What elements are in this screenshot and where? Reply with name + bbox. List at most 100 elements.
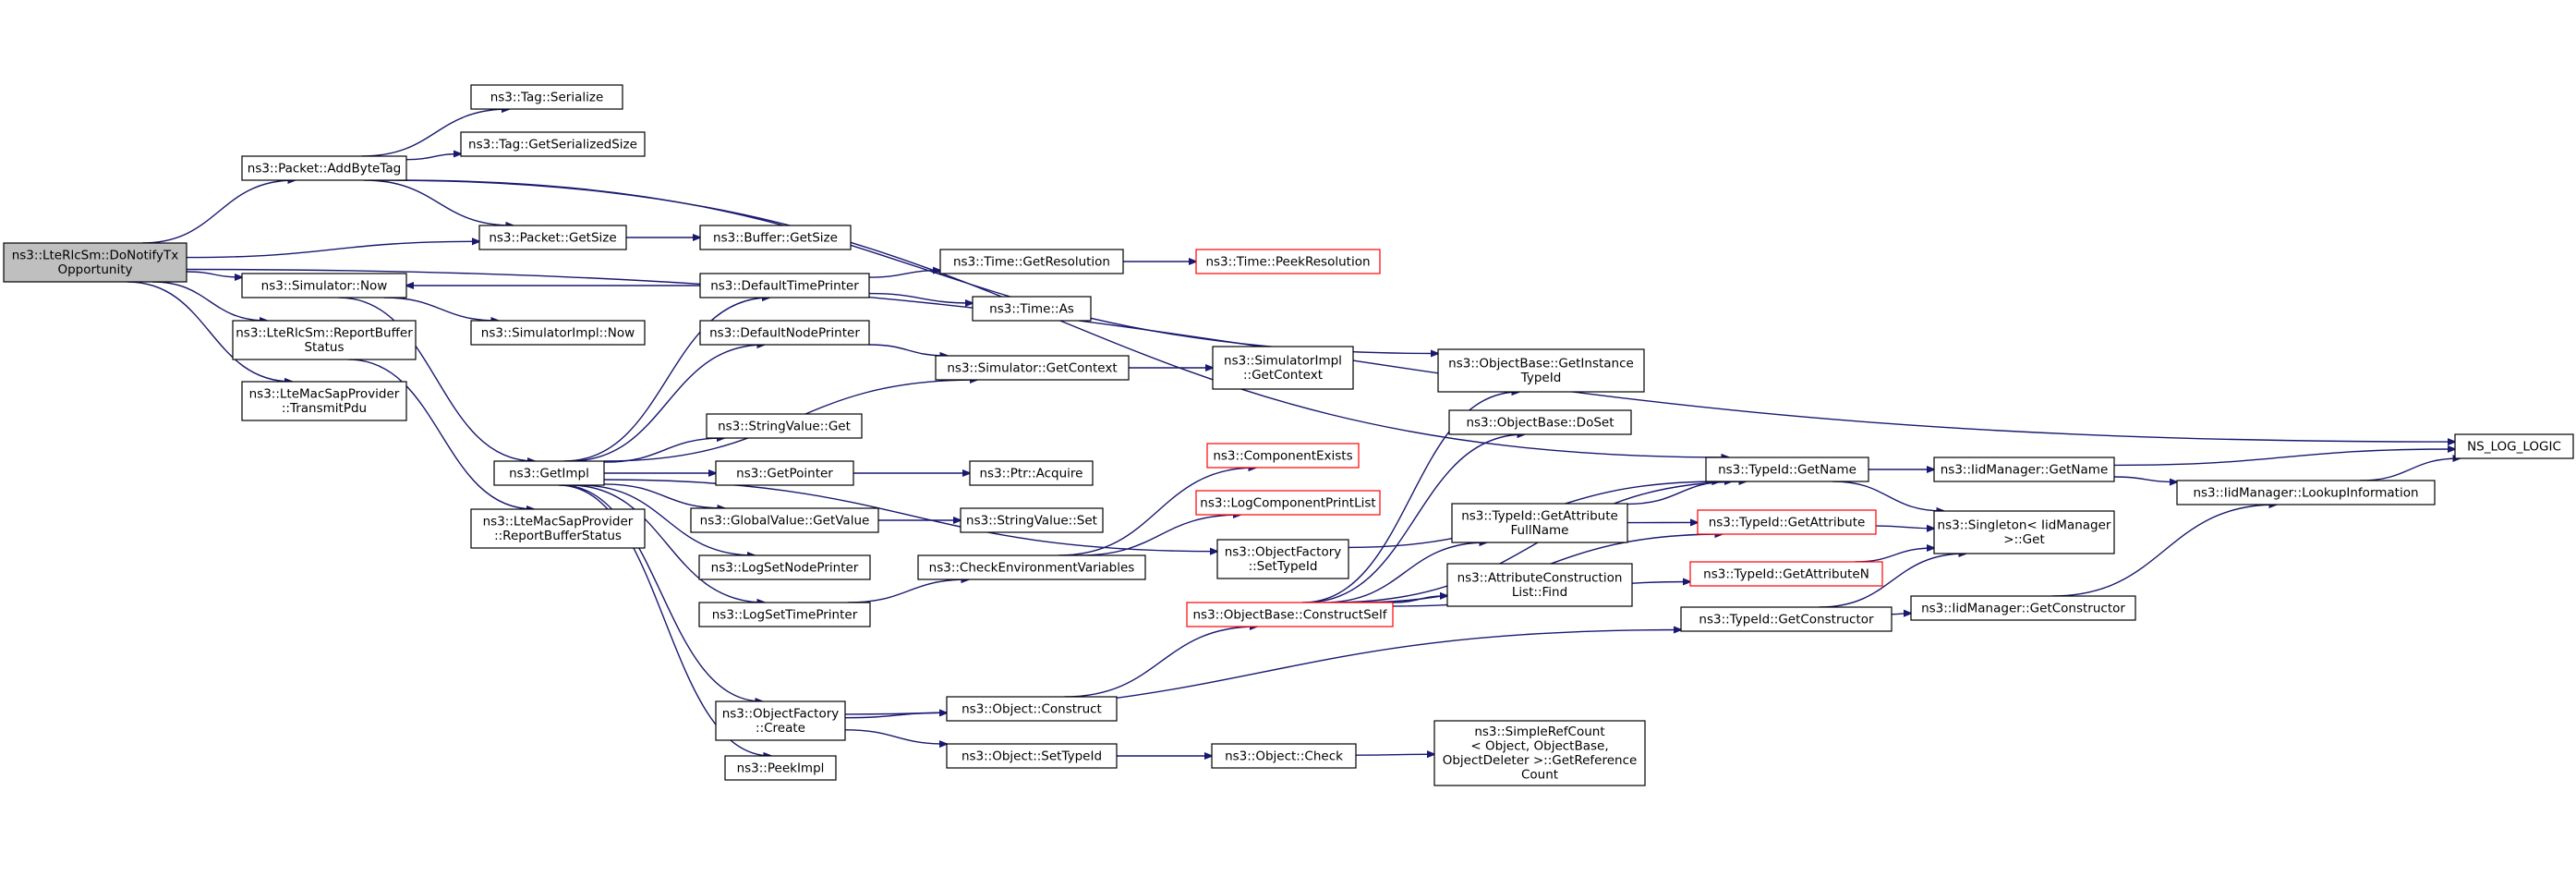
node-compexists[interactable]: ns3::ComponentExists <box>1206 443 1360 469</box>
node-defnode[interactable]: ns3::DefaultNodePrinter <box>699 320 870 346</box>
node-label: ns3::LogSetNodePrinter <box>711 560 859 575</box>
node-getpointer[interactable]: ns3::GetPointer <box>715 460 854 486</box>
edge-constructself-to-getattrfull <box>1322 542 1487 603</box>
edge-getimpl-to-objfactcreate <box>560 484 763 701</box>
node-objfactcreate[interactable]: ns3::ObjectFactory::Create <box>715 700 846 741</box>
node-label: ::SetTypeId <box>1249 559 1318 574</box>
node-label: ::TransmitPdu <box>282 401 367 416</box>
node-label: ns3::ObjectBase::DoSet <box>1466 415 1614 430</box>
node-label: < Object, ObjectBase, <box>1470 739 1608 754</box>
node-box <box>1212 346 1354 390</box>
node-box <box>1437 348 1645 393</box>
node-addbytetag[interactable]: ns3::Packet::AddByteTag <box>241 155 407 181</box>
node-iidgetname[interactable]: ns3::IidManager::GetName <box>1933 457 2115 482</box>
node-objconstruct[interactable]: ns3::Object::Construct <box>946 696 1118 722</box>
node-box <box>699 320 870 346</box>
node-box <box>917 554 1146 580</box>
node-macreport[interactable]: ns3::LteMacSapProvider::ReportBufferStat… <box>470 508 646 549</box>
edge-getimpl-to-logsettime <box>569 484 765 603</box>
node-box <box>470 84 623 110</box>
node-logcompprint[interactable]: ns3::LogComponentPrintList <box>1195 490 1381 516</box>
node-typeidgetattrn[interactable]: ns3::TypeId::GetAttributeN <box>1689 561 1883 587</box>
node-label: ns3::Packet::AddByteTag <box>248 161 401 176</box>
node-simplerefcount[interactable]: ns3::SimpleRefCount< Object, ObjectBase,… <box>1433 720 1646 786</box>
edge-getimpl-to-defnode <box>569 345 764 462</box>
node-box <box>241 273 407 298</box>
node-simimplctx[interactable]: ns3::SimulatorImpl::GetContext <box>1212 346 1354 390</box>
node-label: ns3::DefaultTimePrinter <box>710 278 859 293</box>
node-buffergetsize[interactable]: ns3::Buffer::GetSize <box>699 225 852 250</box>
node-getsize[interactable]: ns3::Packet::GetSize <box>478 225 627 250</box>
node-deftime[interactable]: ns3::DefaultTimePrinter <box>699 273 870 298</box>
node-objsettypeid[interactable]: ns3::Object::SetTypeId <box>946 743 1118 769</box>
edge-getimpl-to-peekimpl <box>558 484 771 756</box>
node-box <box>690 507 879 533</box>
node-label: List::Find <box>1512 585 1567 600</box>
node-stringget[interactable]: ns3::StringValue::Get <box>706 413 863 439</box>
node-box <box>698 602 871 627</box>
node-timegetres[interactable]: ns3::Time::GetResolution <box>939 249 1124 274</box>
node-typeidgetattr[interactable]: ns3::TypeId::GetAttribute <box>1697 509 1877 535</box>
node-simimplnow[interactable]: ns3::SimulatorImpl::Now <box>470 320 646 346</box>
node-globalget[interactable]: ns3::GlobalValue::GetValue <box>690 507 879 533</box>
node-peekres[interactable]: ns3::Time::PeekResolution <box>1195 249 1381 274</box>
node-peekimpl[interactable]: ns3::PeekImpl <box>724 755 837 781</box>
edge-deftime-to-timegetres <box>868 271 940 278</box>
node-objfactsettid[interactable]: ns3::ObjectFactory::SetTypeId <box>1216 539 1349 579</box>
edge-defnode-to-simgetctx <box>868 344 948 356</box>
node-reportbuf[interactable]: ns3::LteRlcSm::ReportBufferStatus <box>232 320 417 360</box>
node-iidgetctor[interactable]: ns3::IidManager::GetConstructor <box>1910 595 2136 621</box>
node-label: ns3::GetPointer <box>736 466 833 481</box>
node-label: ns3::AttributeConstruction <box>1457 571 1623 586</box>
node-timeas[interactable]: ns3::Time::As <box>972 296 1092 322</box>
node-nslog[interactable]: NS_LOG_LOGIC <box>2454 433 2574 459</box>
node-objcheck[interactable]: ns3::Object::Check <box>1211 743 1357 769</box>
node-checkenv[interactable]: ns3::CheckEnvironmentVariables <box>917 554 1146 580</box>
node-stringset[interactable]: ns3::StringValue::Set <box>960 507 1104 533</box>
node-typeidgetname[interactable]: ns3::TypeId::GetName <box>1705 457 1869 482</box>
node-doset[interactable]: ns3::ObjectBase::DoSet <box>1448 409 1632 435</box>
node-label: ns3::Ptr::Acquire <box>980 466 1083 481</box>
node-box <box>715 700 846 741</box>
node-label: ns3::Time::PeekResolution <box>1205 254 1370 269</box>
node-label: ns3::ComponentExists <box>1213 448 1352 463</box>
node-box <box>1216 539 1349 579</box>
node-label: ns3::LteRlcSm::DoNotifyTx <box>12 249 179 263</box>
node-label: Count <box>1521 768 1558 783</box>
node-box <box>960 507 1104 533</box>
node-tagserialize[interactable]: ns3::Tag::Serialize <box>470 84 623 110</box>
node-box <box>1446 563 1633 607</box>
node-label: ns3::LteMacSapProvider <box>249 387 400 402</box>
node-label: ns3::Singleton< IidManager <box>1938 518 2111 533</box>
node-box <box>1680 606 1893 632</box>
node-box <box>715 460 854 486</box>
node-iidlookup[interactable]: ns3::IidManager::LookupInformation <box>2176 480 2436 505</box>
node-taggetser[interactable]: ns3::Tag::GetSerializedSize <box>460 131 646 157</box>
node-label: ObjectDeleter >::GetReference <box>1443 753 1638 768</box>
node-getimpl[interactable]: ns3::GetImpl <box>493 460 605 486</box>
node-label: TypeId <box>1520 371 1562 385</box>
node-box <box>1933 510 2115 554</box>
node-label: ns3::TypeId::GetAttributeN <box>1703 566 1869 581</box>
node-transmitpdu[interactable]: ns3::LteMacSapProvider::TransmitPdu <box>241 381 407 421</box>
node-now[interactable]: ns3::Simulator::Now <box>241 273 407 298</box>
edge-reportbuf-to-macreport <box>347 359 534 509</box>
node-box <box>1705 457 1869 482</box>
node-typeidgetctor[interactable]: ns3::TypeId::GetConstructor <box>1680 606 1893 632</box>
node-box <box>1451 503 1628 543</box>
node-simgetctx[interactable]: ns3::Simulator::GetContext <box>935 355 1130 381</box>
node-box <box>1697 509 1877 535</box>
edges-layer <box>127 109 2461 756</box>
node-label: Opportunity <box>57 262 132 277</box>
node-box <box>1195 249 1381 274</box>
node-logsetnode[interactable]: ns3::LogSetNodePrinter <box>698 554 871 580</box>
node-singletonget[interactable]: ns3::Singleton< IidManager>::Get <box>1933 510 2115 554</box>
node-logsettime[interactable]: ns3::LogSetTimePrinter <box>698 602 871 627</box>
node-ptracquire[interactable]: ns3::Ptr::Acquire <box>969 460 1094 486</box>
node-label: ns3::IidManager::GetName <box>1941 462 2109 477</box>
node-constructself[interactable]: ns3::ObjectBase::ConstructSelf <box>1186 602 1394 627</box>
